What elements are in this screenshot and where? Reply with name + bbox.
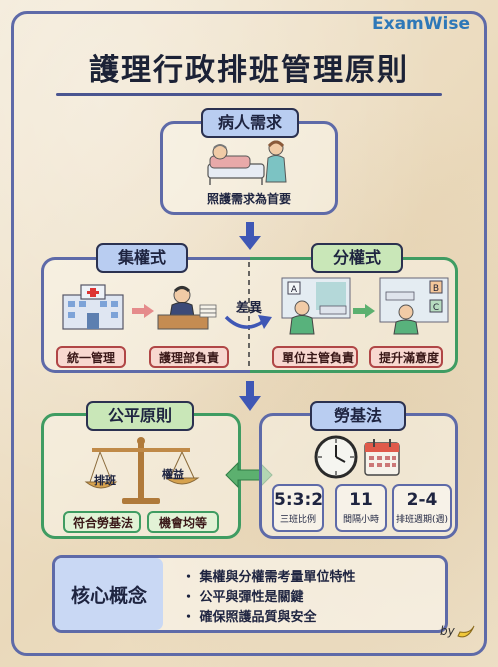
- page-title: 護理行政排班管理原則: [89, 53, 409, 88]
- room-letter-b: B: [433, 284, 439, 294]
- signature-text: by: [440, 624, 455, 638]
- stat-shift-ratio-value: 5:3:2: [274, 490, 324, 510]
- core-bullet-3: ・ 確保照護品質與安全: [182, 610, 317, 625]
- fairness-tag: 公平原則: [86, 401, 194, 431]
- unit-head-label: 單位主管負責: [272, 346, 358, 368]
- centralized-tag: 集權式: [96, 243, 188, 273]
- unified-management-label: 統一管理: [56, 346, 126, 368]
- stat-shift-ratio: 5:3:2 三班比例: [272, 484, 324, 532]
- arrow-down-icon-2: [239, 381, 261, 411]
- brand-logo: ExamWise: [372, 14, 470, 34]
- patient-needs-caption: 照護需求為首要: [206, 192, 291, 206]
- core-bullet-2: ・ 公平與彈性是關鍵: [182, 590, 304, 605]
- manager-desk-illustration: [157, 286, 217, 330]
- outer-frame: [11, 11, 487, 656]
- decentralized-tag: 分權式: [311, 243, 403, 273]
- labor-law-tag: 勞基法: [310, 401, 406, 431]
- patient-care-illustration: [207, 140, 287, 185]
- title-underline: [56, 93, 442, 96]
- stat-shift-ratio-label: 三班比例: [279, 515, 316, 525]
- arrow-down-icon: [239, 222, 261, 250]
- arrow-right-icon: [132, 304, 154, 318]
- patient-needs-tag: 病人需求: [201, 108, 299, 138]
- stat-schedule-cycle: 2-4 排班週期(週): [392, 484, 452, 532]
- ward-bc-illustration: B C: [379, 277, 449, 335]
- stat-schedule-cycle-label: 排班週期(週): [395, 515, 449, 525]
- difference-label: 差異: [235, 301, 262, 316]
- room-letter-a: A: [291, 285, 298, 295]
- schedule-pan-label: 排班: [94, 474, 116, 487]
- satisfaction-label: 提升滿意度: [369, 346, 443, 368]
- room-letter-c: C: [433, 303, 439, 313]
- stat-schedule-cycle-value: 2-4: [406, 490, 438, 510]
- labor-law-compliance-label: 符合勞基法: [63, 511, 141, 533]
- stat-interval-hours: 11 間隔小時: [335, 484, 387, 532]
- arrow-right-green-icon: [353, 304, 375, 318]
- core-bullet-1: ・ 集權與分權需考量單位特性: [182, 570, 356, 585]
- equal-opportunity-label: 機會均等: [147, 511, 219, 533]
- clock-icon: [314, 435, 358, 479]
- balance-scale-icon: [84, 437, 200, 504]
- rights-pan-label: 權益: [162, 468, 184, 481]
- stat-interval-hours-label: 間隔小時: [342, 515, 379, 525]
- curved-arrow-icon: [224, 315, 272, 329]
- core-concept-title: 核心概念: [70, 585, 147, 607]
- banana-icon: [457, 625, 475, 638]
- stat-interval-hours-value: 11: [349, 490, 373, 510]
- nursing-dept-label: 護理部負責: [149, 346, 229, 368]
- core-concept-title-bg: [55, 558, 163, 630]
- calendar-icon: [364, 439, 400, 476]
- hospital-icon: [62, 284, 124, 330]
- ward-a-illustration: A: [281, 277, 351, 335]
